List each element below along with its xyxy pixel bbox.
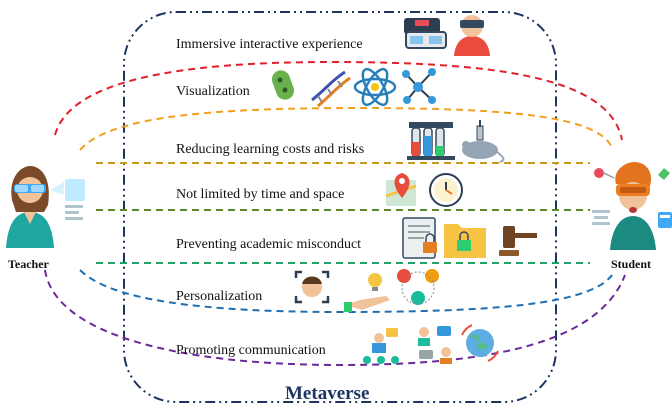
folder-lock-icon	[444, 224, 486, 258]
face-scan-icon	[294, 270, 330, 304]
benefit-costs-label: Reducing learning costs and risks	[176, 142, 365, 157]
teacher-avatar-icon	[6, 166, 54, 248]
lab-mouse-icon	[462, 120, 505, 163]
teacher-hologram-icon	[50, 179, 85, 220]
user-group-icon	[397, 269, 439, 305]
connector-communication	[44, 269, 626, 367]
student-avatar-icon	[610, 162, 656, 250]
bacteria-icon	[271, 70, 295, 100]
student-label: Student	[611, 257, 652, 271]
clock-icon	[429, 173, 463, 207]
metaverse-title: Metaverse	[285, 383, 370, 404]
dna-icon	[311, 70, 351, 108]
connector-personalization	[79, 269, 613, 314]
metaverse-frame	[123, 11, 557, 403]
benefit-personalization-label: Personalization	[176, 289, 263, 304]
connector-immersive	[54, 60, 623, 141]
connector-visualization	[79, 106, 613, 151]
map-pin-icon	[385, 173, 417, 206]
globe-icon	[461, 324, 499, 362]
presentation-icon	[363, 328, 399, 364]
teacher-label: Teacher	[8, 257, 49, 271]
chat-users-icon	[418, 326, 452, 364]
molecule-icon	[402, 68, 436, 104]
benefit-visualization-label: Visualization	[176, 84, 250, 99]
benefit-misconduct-label: Preventing academic misconduct	[176, 237, 362, 252]
benefit-time-space-label: Not limited by time and space	[176, 187, 345, 202]
test-tubes-icon	[407, 122, 455, 160]
benefit-immersive-label: Immersive interactive experience	[176, 37, 363, 52]
gavel-icon	[499, 226, 537, 256]
hand-bulb-icon	[344, 273, 390, 312]
vr-headset-icon	[404, 18, 447, 49]
atom-icon	[353, 67, 397, 107]
vr-user-icon	[454, 15, 490, 56]
document-lock-icon	[402, 217, 437, 259]
student-hologram-icon	[592, 168, 672, 228]
benefit-communication-label: Promoting communication	[176, 343, 326, 358]
